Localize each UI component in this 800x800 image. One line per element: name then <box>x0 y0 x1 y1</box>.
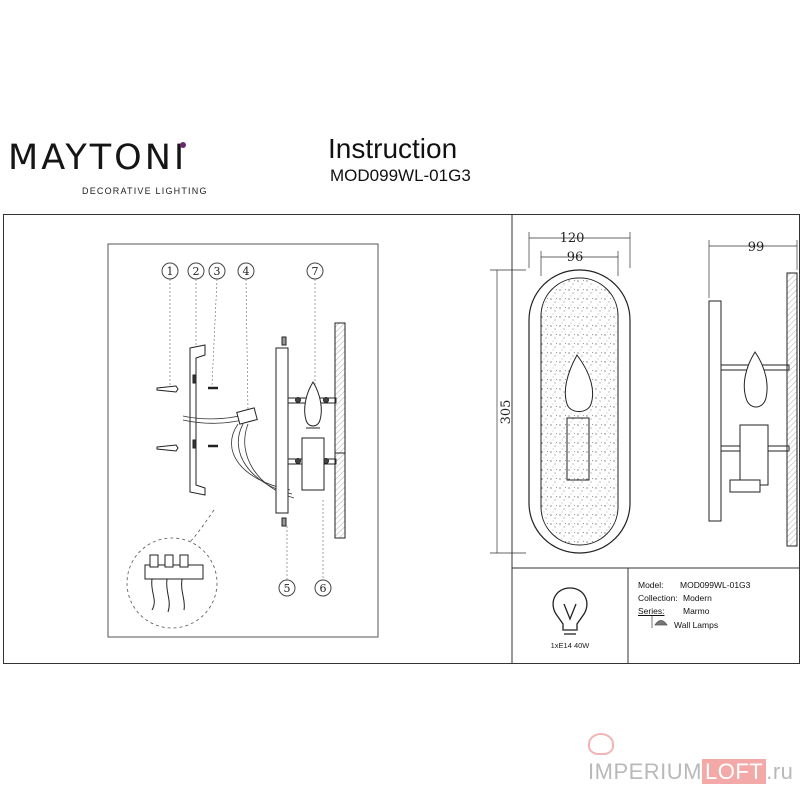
side-view <box>708 272 798 547</box>
brand-subtitle: DECORATIVE LIGHTING <box>82 186 208 196</box>
callout-7: 7 <box>306 262 324 280</box>
brand-logo: MAYTONI <box>8 138 187 178</box>
spec-label-collection: Collection: <box>638 593 678 603</box>
spec-label-model: Model: <box>638 580 664 590</box>
callout-label-4: 4 <box>243 265 250 278</box>
dimension-lines-side <box>708 240 798 298</box>
callout-2: 2 <box>187 262 205 280</box>
spec-category: Wall Lamps <box>674 620 719 630</box>
mounting-bracket <box>189 344 206 496</box>
lamp-base-plate <box>275 336 289 527</box>
callout-label-2: 2 <box>193 265 200 278</box>
callout-label-3: 3 <box>214 265 221 278</box>
front-view <box>528 269 631 554</box>
bulb-icon <box>552 587 588 635</box>
watermark-part1: IMPERIUM <box>588 759 702 784</box>
callout-label-1: 1 <box>167 265 174 278</box>
page-title: Instruction <box>328 133 458 164</box>
bulb-spec: 1xE14 40W <box>551 641 591 650</box>
brand-name-end: I <box>173 138 188 178</box>
dim-height: 305 <box>499 400 514 425</box>
wall-lamp-icon <box>651 616 668 628</box>
callout-label-7: 7 <box>312 265 319 278</box>
wiring-detail-zoom <box>126 509 218 629</box>
spec-value-model: MOD099WL-01G3 <box>680 580 751 590</box>
part-number-callouts: 1 2 3 4 7 5 6 <box>161 262 332 597</box>
marble-shade-side <box>334 322 346 539</box>
callout-label-6: 6 <box>320 582 327 595</box>
dim-width-outer: 120 <box>560 231 585 246</box>
frame-grid-lines <box>511 214 800 664</box>
callout-6: 6 <box>314 579 332 597</box>
watermark-crest-icon <box>588 733 614 755</box>
dim-width-inner: 96 <box>567 250 584 265</box>
spec-label-series: Series: <box>638 606 665 616</box>
callout-4: 4 <box>237 262 255 280</box>
dimension-lines-front <box>490 232 631 554</box>
callout-3: 3 <box>208 262 226 280</box>
dim-depth: 99 <box>748 240 765 255</box>
dimension-labels-front: 120 96 305 <box>499 231 584 424</box>
callout-label-5: 5 <box>284 582 291 595</box>
brand-accent-dot-icon <box>180 142 187 148</box>
model-code: MOD099WL-01G3 <box>330 166 471 185</box>
terminal-block <box>236 407 258 425</box>
wall-anchors <box>156 385 218 452</box>
spec-value-series: Marmo <box>683 606 710 616</box>
leader-lines <box>169 278 324 580</box>
spec-value-collection: Modern <box>683 593 712 603</box>
watermark-part2: LOFT <box>702 759 767 784</box>
brand-name-start: MAYTON <box>8 138 174 178</box>
watermark-part3: .ru <box>766 759 794 784</box>
candle-bulb-icon <box>301 381 325 491</box>
assembly-panel <box>107 243 379 638</box>
callout-1: 1 <box>161 262 179 280</box>
callout-5: 5 <box>278 579 296 597</box>
